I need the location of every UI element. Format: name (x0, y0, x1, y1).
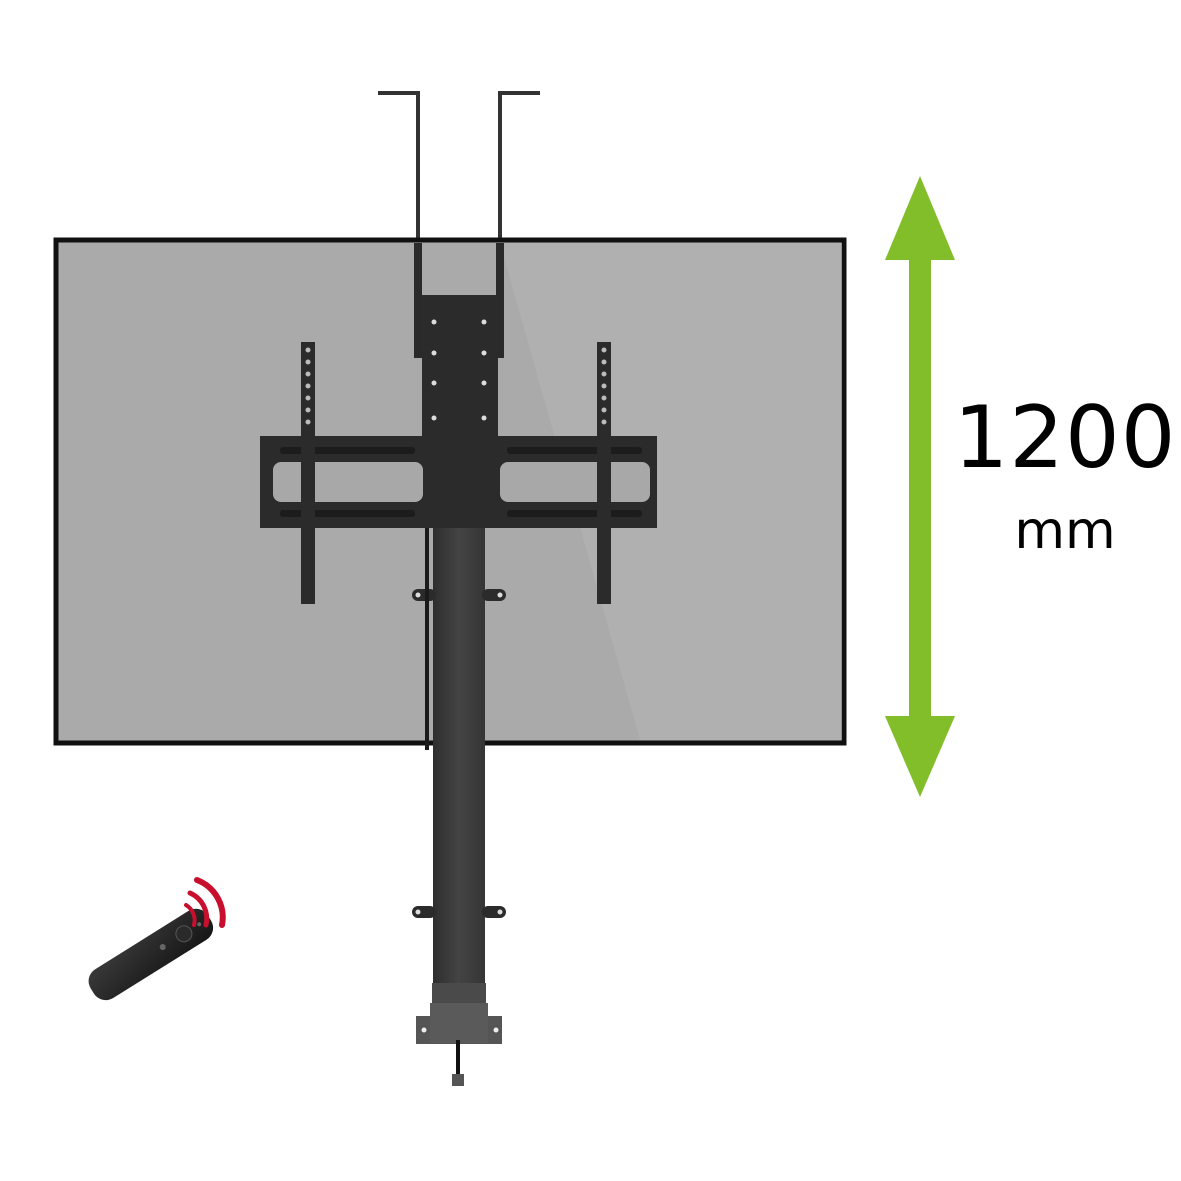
dimension-value: 1200 (953, 388, 1177, 488)
vesa-mount-plate (260, 342, 657, 604)
dimension-unit: mm (1014, 501, 1116, 561)
hook-rail-right (496, 243, 504, 358)
hook-rail-left (414, 243, 422, 358)
base-mounting-plate (416, 983, 502, 1044)
wireless-signal-icon (184, 877, 226, 928)
power-cable (452, 1040, 464, 1086)
double-vertical-arrow-icon (885, 176, 955, 797)
remote-control-icon (88, 908, 214, 1001)
